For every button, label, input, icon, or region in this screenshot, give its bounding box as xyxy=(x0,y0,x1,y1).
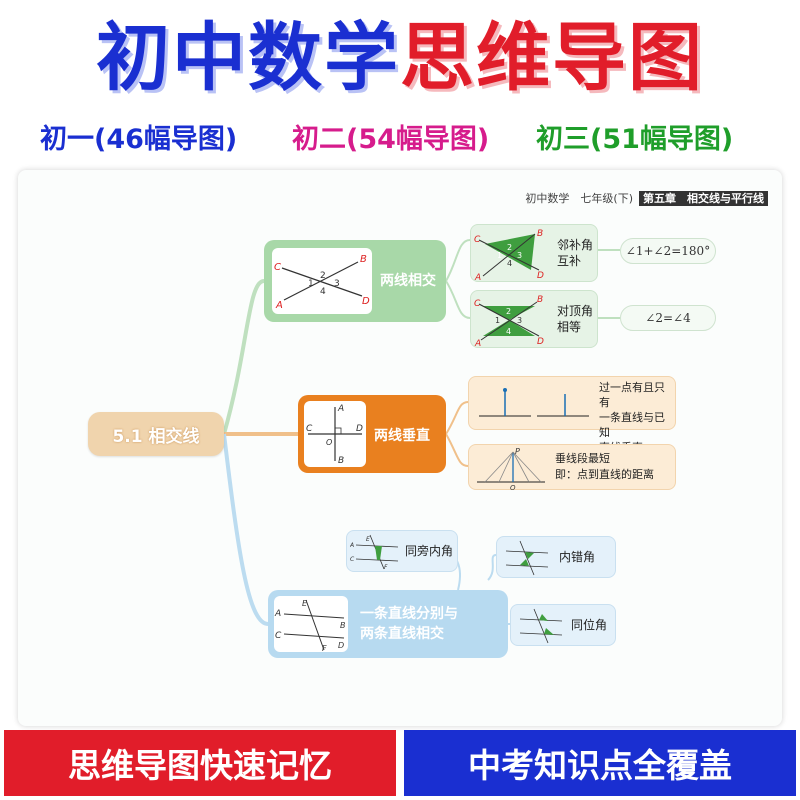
svg-text:B: B xyxy=(537,295,543,305)
svg-text:A: A xyxy=(275,300,283,311)
adjacent-angle-text: 邻补角 互补 xyxy=(557,238,594,268)
svg-text:D: D xyxy=(537,337,544,347)
alternate-interior-card[interactable]: 内错角 xyxy=(496,536,616,578)
breadcrumb: 初中数学 七年级(下) 第五章 相交线与平行线 xyxy=(525,190,768,208)
title-math: 初中数学 xyxy=(96,15,400,101)
svg-text:A: A xyxy=(274,609,281,619)
perpendicular-lines-icon: A C D B O xyxy=(306,404,363,466)
perpendicular-unique-card[interactable]: 过一点有且只有 一条直线与已知 直线垂直 xyxy=(468,376,676,454)
svg-text:A: A xyxy=(350,542,354,549)
footer-banner-right: 中考知识点全覆盖 xyxy=(404,730,796,796)
same-side-interior-text: 同旁内角 xyxy=(405,544,454,558)
svg-text:1: 1 xyxy=(497,251,502,260)
branch-perpendicular-label: 两线垂直 xyxy=(374,428,430,444)
svg-text:3: 3 xyxy=(517,316,522,325)
svg-text:C: C xyxy=(474,235,481,245)
shortest-segment-icon: P O xyxy=(477,447,545,490)
svg-text:O: O xyxy=(326,438,332,447)
same-side-interior-icon: E A C F xyxy=(350,534,399,571)
vertical-angle-text: 对顶角 相等 xyxy=(557,304,594,334)
svg-text:B: B xyxy=(537,229,543,239)
svg-text:1: 1 xyxy=(308,279,314,289)
breadcrumb-course: 初中数学 七年级(下) xyxy=(525,192,633,205)
grade-7-label: 初一(46幅导图) xyxy=(40,124,238,155)
svg-text:F: F xyxy=(322,644,327,652)
alternate-interior-icon xyxy=(505,540,549,576)
svg-text:C: C xyxy=(350,556,355,563)
branch-intersect[interactable]: C B A D 1 2 3 4 两线相交 xyxy=(264,240,446,322)
svg-text:O: O xyxy=(510,484,516,490)
corresponding-angle-icon xyxy=(519,608,563,644)
corresponding-angle-text: 同位角 xyxy=(571,618,608,632)
svg-text:2: 2 xyxy=(507,243,512,252)
main-title: 初中数学思维导图 xyxy=(0,8,800,108)
root-node[interactable]: 5.1 相交线 xyxy=(88,412,224,456)
shortest-segment-card[interactable]: P O 垂线段最短 即：点到直线的距离 xyxy=(468,444,676,490)
footer-banner-left: 思维导图快速记忆 xyxy=(4,730,396,796)
svg-text:B: B xyxy=(340,621,346,630)
title-mindmap: 思维导图 xyxy=(400,15,704,101)
intersect-lines-icon: C B A D 1 2 3 4 xyxy=(274,254,370,311)
grade-8-label: 初二(54幅导图) xyxy=(292,124,490,155)
svg-text:B: B xyxy=(360,254,367,265)
grade-9-label: 初三(51幅导图) xyxy=(536,124,734,155)
svg-text:2: 2 xyxy=(506,307,511,316)
branch-perpendicular[interactable]: A C D B O 两线垂直 xyxy=(298,395,446,473)
svg-text:B: B xyxy=(338,456,344,466)
svg-text:F: F xyxy=(384,564,388,571)
svg-text:C: C xyxy=(306,424,313,434)
svg-text:3: 3 xyxy=(334,279,340,289)
svg-text:4: 4 xyxy=(507,259,512,268)
svg-text:A: A xyxy=(337,404,344,414)
transversal-figure: A C E B D F xyxy=(274,596,348,653)
same-side-interior-card[interactable]: E A C F 同旁内角 xyxy=(346,530,458,572)
vertical-angle-icon: C B A D 1 2 3 4 xyxy=(474,295,544,348)
adjacent-angle-formula: ∠1+∠2=180° xyxy=(620,238,716,264)
adjacent-angle-card[interactable]: C B A D 1 2 3 4 邻补角 互补 xyxy=(470,224,598,282)
svg-text:C: C xyxy=(274,262,281,273)
svg-text:D: D xyxy=(338,641,344,650)
svg-text:2: 2 xyxy=(320,271,326,281)
svg-text:D: D xyxy=(356,424,363,434)
breadcrumb-chapter: 第五章 相交线与平行线 xyxy=(639,191,768,206)
svg-text:D: D xyxy=(537,271,544,281)
svg-text:A: A xyxy=(474,339,481,348)
root-label: 5.1 相交线 xyxy=(112,426,200,447)
mindmap-poster: 初中数学 七年级(下) 第五章 相交线与平行线 5.1 相交线 C B A D 1… xyxy=(18,170,782,726)
alternate-interior-text: 内错角 xyxy=(559,550,596,564)
adjacent-angle-icon: C B A D 1 2 3 4 xyxy=(474,229,544,282)
svg-text:E: E xyxy=(302,599,308,608)
corresponding-angle-card[interactable]: 同位角 xyxy=(510,604,616,646)
vertical-angle-card[interactable]: C B A D 1 2 3 4 对顶角 相等 xyxy=(470,290,598,348)
svg-text:E: E xyxy=(366,536,370,543)
intersect-figure: C B A D 1 2 3 4 xyxy=(272,248,372,314)
svg-text:1: 1 xyxy=(495,316,500,325)
svg-text:C: C xyxy=(275,631,282,641)
svg-text:4: 4 xyxy=(506,327,511,336)
connector-lines xyxy=(222,239,620,626)
svg-text:A: A xyxy=(474,273,481,282)
branch-transversal[interactable]: A C E B D F 一条直线分别与 两条直线相交 xyxy=(268,590,508,658)
svg-text:4: 4 xyxy=(320,287,326,297)
unique-perpendicular-icon xyxy=(479,388,589,417)
branch-intersect-label: 两线相交 xyxy=(380,273,436,289)
perpendicular-figure: A C D B O xyxy=(304,401,366,467)
branch-transversal-label: 一条直线分别与 两条直线相交 xyxy=(360,606,458,642)
transversal-lines-icon: A C E B D F xyxy=(274,599,346,653)
vertical-angle-formula: ∠2=∠4 xyxy=(620,305,716,331)
svg-text:D: D xyxy=(362,296,370,307)
svg-text:C: C xyxy=(474,299,481,309)
svg-text:3: 3 xyxy=(517,251,522,260)
shortest-segment-text: 垂线段最短 即：点到直线的距离 xyxy=(555,452,654,481)
svg-text:P: P xyxy=(515,447,520,456)
